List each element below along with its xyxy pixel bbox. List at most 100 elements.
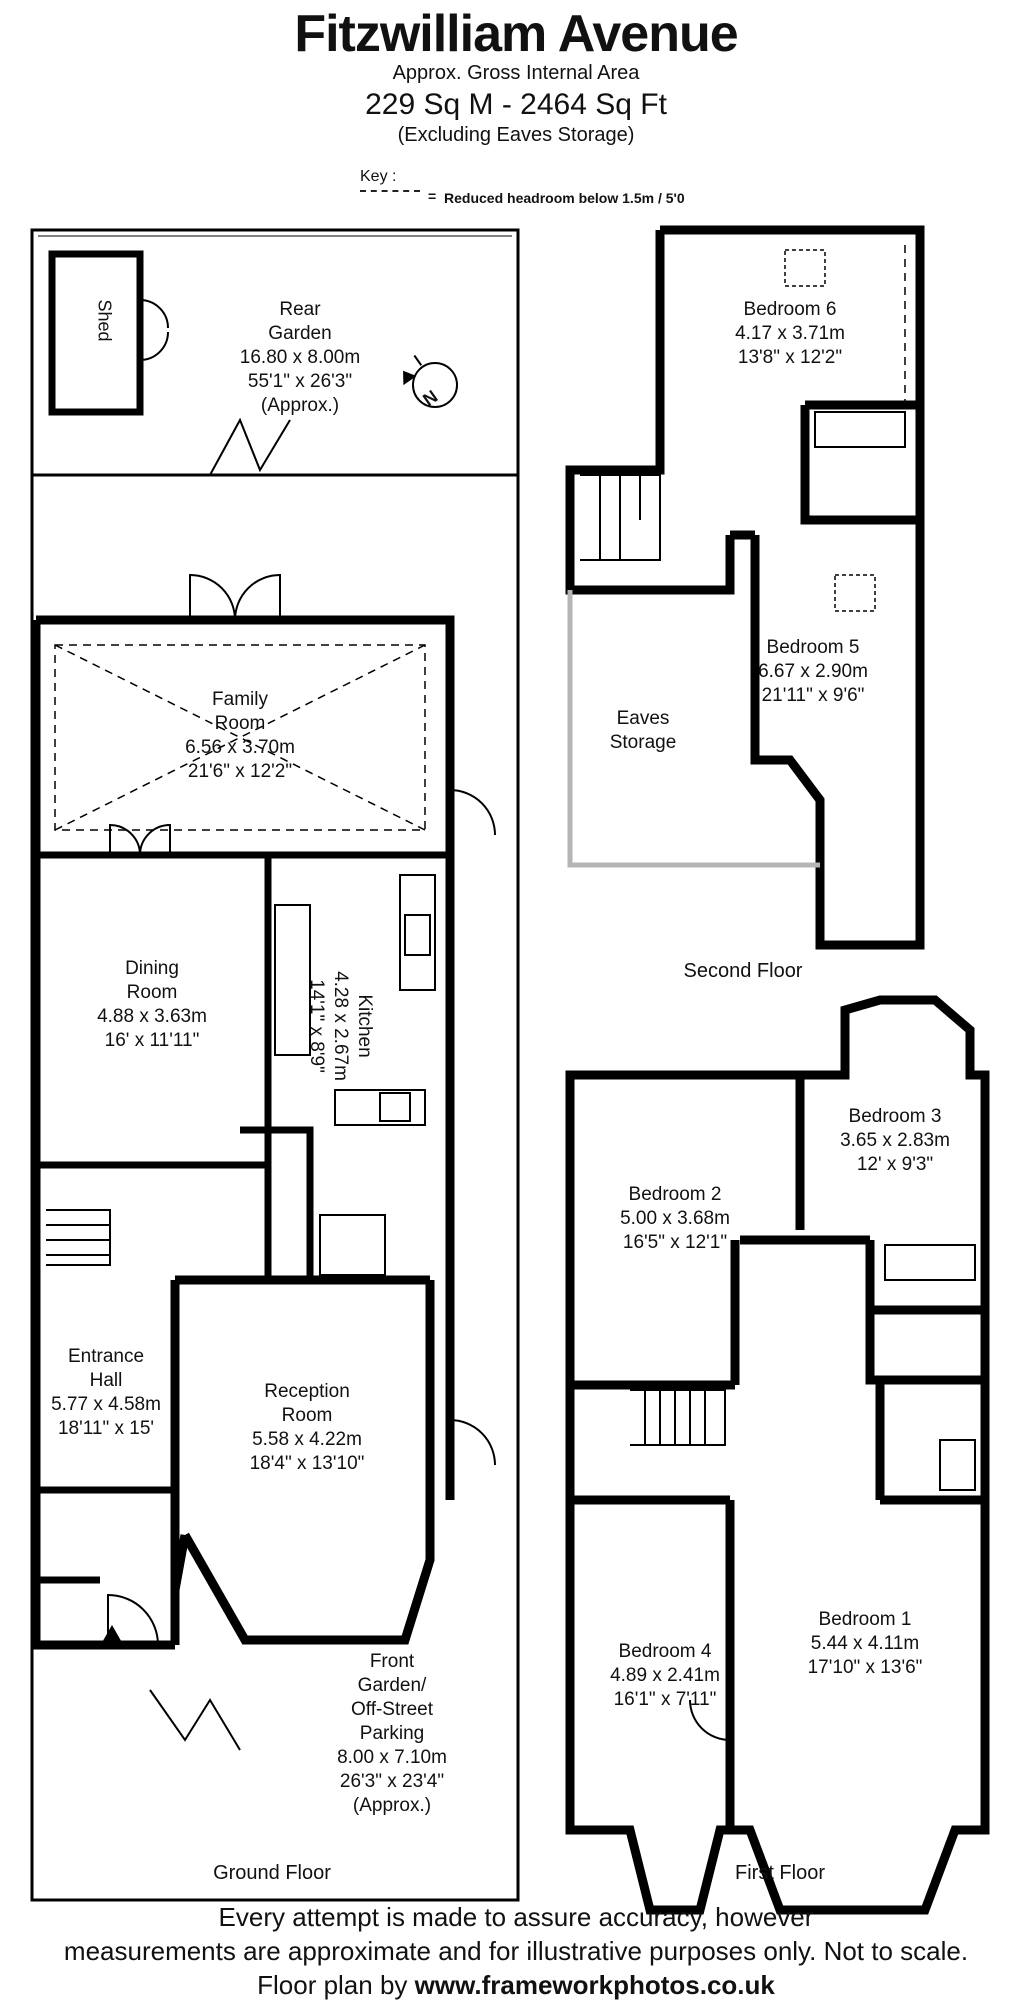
family-room-metric: 6.56 x 3.70m (185, 737, 295, 758)
second-floor-stairs (580, 474, 661, 561)
bed6-imperial: 13'8" x 12'2" (737, 347, 843, 368)
shed-label: Shed (94, 299, 115, 342)
bed4-door-swing (689, 1699, 731, 1742)
credit-prefix: Floor plan by (257, 1970, 408, 2000)
room-rear-garden: Rear Garden 16.80 x 8.00m 55'1" x 26'3" … (240, 298, 360, 418)
second-floor-label: Second Floor (683, 960, 803, 982)
disclaimer-line-2: measurements are approximate and for ill… (63, 1936, 969, 1966)
shed (48, 250, 144, 416)
bed5-name: Bedroom 5 (766, 637, 860, 658)
room-dining: Dining Room 4.88 x 3.63m 16' x 11'11" (97, 957, 207, 1053)
kitchen-metric: 4.28 x 2.67m (330, 971, 351, 1081)
family-room-walls (36, 851, 450, 1584)
reception-name2: Room (281, 1405, 333, 1426)
skylight-bed5 (834, 574, 876, 612)
dining-name2: Room (126, 982, 178, 1003)
front-garden-metric: 8.00 x 7.10m (337, 1747, 447, 1768)
first-floor-label: First Floor (735, 1862, 825, 1884)
room-kitchen: Kitchen 4.28 x 2.67m 14'1" x 8'9" (304, 971, 376, 1081)
front-door-swing (107, 1593, 159, 1646)
area-note: (Excluding Eaves Storage) (397, 124, 635, 146)
room-bedroom-1: Bedroom 1 5.44 x 4.11m 17'10" x 13'6" (808, 1608, 923, 1680)
bed3-metric: 3.65 x 2.83m (840, 1130, 950, 1151)
rear-garden-imperial: 55'1" x 26'3" (247, 371, 353, 392)
shed-door (139, 299, 169, 361)
hall-name1: Entrance (67, 1346, 145, 1367)
eaves-boundary (567, 590, 820, 868)
ground-stairs (46, 1209, 111, 1266)
entrance-arrow-icon (103, 1624, 121, 1641)
kitchen-units (274, 874, 436, 1126)
bed2-name: Bedroom 2 (628, 1184, 722, 1205)
room-bedroom-5: Bedroom 5 6.67 x 2.90m 21'11" x 9'6" (758, 636, 868, 708)
room-bedroom-2: Bedroom 2 5.00 x 3.68m 16'5" x 12'1" (620, 1183, 730, 1255)
side-door-swing-2 (449, 1419, 496, 1466)
key-equals: = (428, 188, 437, 204)
front-garden-name1: Front (369, 1651, 415, 1672)
hall-metric: 5.77 x 4.58m (51, 1394, 161, 1415)
family-room-imperial: 21'6" x 12'2" (187, 761, 293, 782)
dining-imperial: 16' x 11'11" (104, 1030, 200, 1051)
first-floor-stairs (630, 1389, 726, 1446)
room-eaves-storage: Eaves Storage (610, 707, 677, 755)
front-garden-name3: Off-Street (350, 1699, 433, 1720)
reception-metric: 5.58 x 4.22m (252, 1429, 362, 1450)
reception-imperial: 18'4" x 13'10" (249, 1453, 365, 1474)
hall-name2: Hall (89, 1370, 123, 1391)
garden-break-line (209, 417, 291, 476)
rear-garden-name1: Rear (279, 299, 321, 320)
bed5-imperial: 21'11" x 9'6" (761, 685, 865, 706)
bed2-metric: 5.00 x 3.68m (620, 1208, 730, 1229)
bed1-name: Bedroom 1 (818, 1609, 912, 1630)
ground-floor-walls (31, 615, 455, 1650)
rear-garden-metric: 16.80 x 8.00m (239, 347, 361, 368)
family-room-name1: Family (212, 689, 268, 710)
credit-website-link[interactable]: www.frameworkphotos.co.uk (414, 1970, 775, 2000)
front-garden-note: (Approx.) (352, 1795, 432, 1816)
ground-floor-label: Ground Floor (213, 1862, 331, 1884)
key-description: Reduced headroom below 1.5m / 5'0 (444, 190, 685, 206)
family-room-name2: Room (214, 713, 266, 734)
plan-title: Fitzwilliam Avenue (294, 5, 738, 63)
room-family-room: Family Room 6.56 x 3.70m 21'6" x 12'2" (185, 688, 295, 784)
north-compass-icon (403, 354, 458, 408)
front-garden-name4: Parking (359, 1723, 425, 1744)
kitchen-name: Kitchen (354, 994, 375, 1058)
room-bedroom-4: Bedroom 4 4.89 x 2.41m 16'1" x 7'11" (610, 1640, 720, 1712)
first-floor-walls (565, 995, 990, 1915)
bed4-imperial: 16'1" x 7'11" (613, 1689, 717, 1710)
room-bedroom-6: Bedroom 6 4.17 x 3.71m 13'8" x 12'2" (735, 298, 845, 370)
dining-french-doors (109, 823, 171, 856)
ground-shower (319, 1214, 386, 1276)
disclaimer-line-3: Floor plan by www.frameworkphotos.co.uk (0, 1970, 1032, 2001)
disclaimer-line-1: Every attempt is made to assure accuracy… (218, 1902, 814, 1932)
eaves-name1: Eaves (616, 708, 670, 729)
front-garden-imperial: 26'3" x 23'4" (339, 1771, 445, 1792)
front-garden-name2: Garden/ (357, 1675, 427, 1696)
dining-name1: Dining (125, 958, 179, 979)
first-floor-bath (884, 1244, 976, 1281)
bed4-metric: 4.89 x 2.41m (610, 1665, 720, 1686)
bed5-metric: 6.67 x 2.90m (758, 661, 868, 682)
skylight-bed6 (784, 249, 826, 287)
bed2-imperial: 16'5" x 12'1" (622, 1232, 728, 1253)
bed6-name: Bedroom 6 (743, 299, 837, 320)
bed3-imperial: 12' x 9'3" (856, 1154, 934, 1175)
key-label: Key : (360, 168, 397, 185)
first-floor-shower (939, 1439, 976, 1491)
bed3-name: Bedroom 3 (848, 1106, 942, 1127)
rear-garden-name2: Garden (268, 323, 332, 344)
room-entrance-hall: Entrance Hall 5.77 x 4.58m 18'11" x 15' (51, 1345, 161, 1441)
hall-imperial: 18'11" x 15' (57, 1418, 155, 1439)
bed6-metric: 4.17 x 3.71m (735, 323, 845, 344)
eaves-name2: Storage (609, 732, 677, 753)
bed1-metric: 5.44 x 4.11m (810, 1633, 920, 1654)
kitchen-imperial: 14'1" x 8'9" (306, 979, 327, 1073)
second-floor-bath (814, 411, 906, 448)
family-room-reduced-area (54, 644, 426, 831)
reception-name1: Reception (264, 1381, 350, 1402)
second-floor-walls (565, 225, 925, 950)
room-bedroom-3: Bedroom 3 3.65 x 2.83m 12' x 9'3" (840, 1105, 950, 1177)
room-reception: Reception Room 5.58 x 4.22m 18'4" x 13'1… (250, 1380, 365, 1476)
